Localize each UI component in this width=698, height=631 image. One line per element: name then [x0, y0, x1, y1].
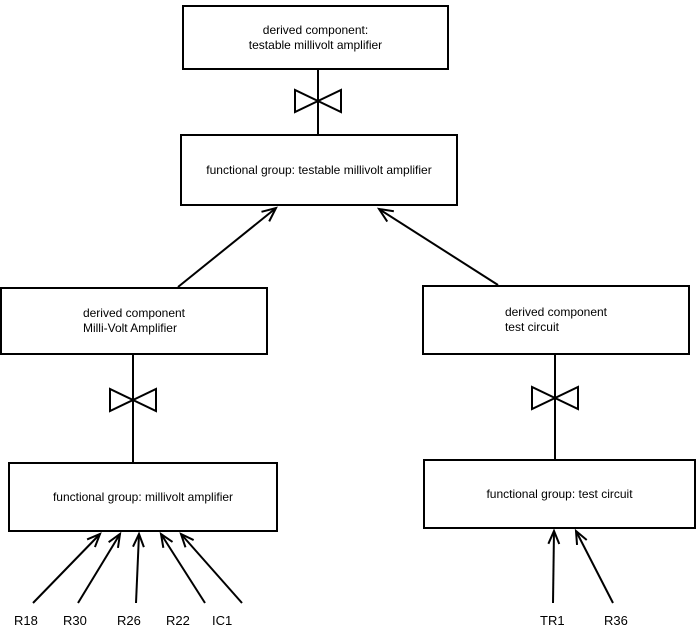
node-fg-testable-millivolt-amplifier[interactable]: functional group: testable millivolt amp… — [180, 134, 458, 206]
leaf-connector-leaf-r36 — [574, 528, 614, 604]
bowtie-left-triangle-icon — [294, 88, 321, 114]
bowtie-right-triangle-icon — [130, 387, 157, 413]
leaf-label-r30[interactable]: R30 — [63, 613, 87, 628]
leaf-label-tr1[interactable]: TR1 — [540, 613, 565, 628]
node-fg-test-circuit[interactable]: functional group: test circuit — [423, 459, 696, 529]
realization-connector-realization-top — [294, 70, 342, 134]
bowtie-left-triangle-icon — [531, 385, 558, 411]
leaf-line — [77, 533, 121, 604]
leaf-connector-leaf-ic1 — [179, 532, 243, 604]
leaf-label-ic1[interactable]: IC1 — [212, 613, 233, 628]
arrowhead-icon — [179, 532, 195, 548]
leaf-connector-leaf-r22 — [159, 531, 206, 604]
node-label: functional group: testable millivolt amp… — [206, 162, 432, 177]
arrowhead-icon — [108, 531, 122, 548]
leaf-label-r26[interactable]: R26 — [117, 613, 141, 628]
realization-connector-realization-left — [109, 355, 157, 462]
arrowhead-icon — [261, 206, 278, 222]
leaf-line — [575, 530, 614, 604]
generalization-arrow-test-circuit-to-testable — [376, 207, 499, 286]
leaf-line — [160, 533, 206, 604]
arrowhead-icon — [159, 531, 174, 548]
node-label: derived component: testable millivolt am… — [248, 22, 383, 52]
bowtie-left-triangle-icon — [109, 387, 136, 413]
leaf-label-r36[interactable]: R36 — [604, 613, 628, 628]
leaf-line — [180, 533, 243, 604]
leaf-line — [135, 533, 140, 604]
node-label: derived component Milli-Volt Amplifier — [82, 306, 186, 335]
generalization-arrow-milli-volt-amplifier-to-testable — [177, 206, 278, 288]
node-derived-milli-volt-amplifier[interactable]: derived component Milli-Volt Amplifier — [0, 287, 268, 355]
arrowhead-icon — [132, 531, 145, 548]
leaf-line — [32, 533, 101, 604]
arrowhead-icon — [574, 528, 588, 546]
node-fg-millivolt-amplifier[interactable]: functional group: millivolt amplifier — [8, 462, 278, 532]
leaf-line — [552, 530, 555, 604]
leaf-connector-leaf-r30 — [77, 531, 122, 604]
node-label: derived component test circuit — [504, 305, 608, 334]
node-label: functional group: test circuit — [486, 486, 633, 501]
arrowhead-icon — [547, 528, 561, 545]
node-label: functional group: millivolt amplifier — [52, 489, 234, 504]
node-derived-test-circuit[interactable]: derived component test circuit — [422, 285, 690, 355]
arrowhead-icon — [376, 207, 394, 223]
arrowhead-icon — [86, 532, 102, 548]
bowtie-right-triangle-icon — [315, 88, 342, 114]
realization-connector-realization-right — [531, 355, 579, 459]
bowtie-right-triangle-icon — [552, 385, 579, 411]
leaf-connector-leaf-tr1 — [547, 528, 561, 604]
generalization-line — [177, 207, 277, 288]
leaf-connector-leaf-r26 — [132, 531, 145, 604]
leaf-connector-leaf-r18 — [32, 532, 102, 604]
generalization-line — [378, 208, 499, 286]
leaf-label-r22[interactable]: R22 — [166, 613, 190, 628]
leaf-label-r18[interactable]: R18 — [14, 613, 38, 628]
node-derived-testable-millivolt-amplifier[interactable]: derived component: testable millivolt am… — [182, 5, 449, 70]
